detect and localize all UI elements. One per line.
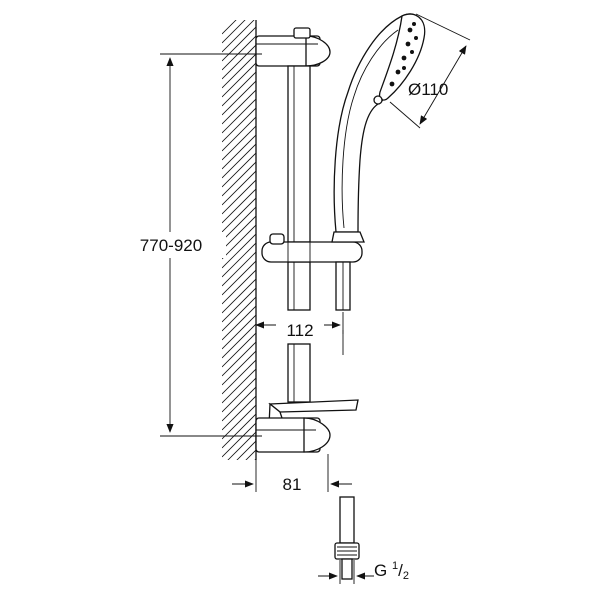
thread-numerator: 1 <box>392 560 398 572</box>
hatch-line <box>222 477 256 511</box>
hatch-line <box>222 170 256 206</box>
hatch-line <box>222 224 256 260</box>
slide-bar <box>287 65 311 403</box>
hatch-line <box>222 206 256 242</box>
hatch-line <box>222 161 256 197</box>
hatch-line <box>222 269 256 305</box>
wall <box>222 20 257 529</box>
hatch-line <box>222 395 256 431</box>
bottom-wall-bracket <box>255 417 331 453</box>
hatch-line <box>222 314 256 350</box>
thread-prefix: G <box>374 561 392 580</box>
hatch-line <box>222 80 256 116</box>
hatch-line <box>222 143 256 179</box>
hatch-line <box>222 233 256 269</box>
thread-size-label: G 1/2 <box>374 560 409 582</box>
hatch-line <box>222 359 256 395</box>
hatch-line <box>222 188 256 224</box>
holder-bracket-stub <box>335 261 351 311</box>
height-range-label: 770-920 <box>140 236 202 255</box>
bracket-depth-label: 81 <box>283 475 302 494</box>
hatch-line <box>222 134 256 170</box>
hatch-line <box>222 35 256 71</box>
thread-slash: / <box>398 561 403 580</box>
thread-dimension: G 1/2 <box>318 560 409 584</box>
holder-depth-label: 112 <box>286 321 313 340</box>
hatch-line <box>222 197 256 233</box>
hatch-line <box>222 89 256 125</box>
hatch-line <box>222 215 256 251</box>
hatch-line <box>222 350 256 386</box>
wall-hatching <box>222 20 256 529</box>
hatch-line <box>222 107 256 143</box>
hatch-line <box>222 404 256 440</box>
hatch-line <box>222 251 256 287</box>
hand-shower <box>333 13 426 233</box>
top-wall-bracket <box>255 27 331 67</box>
hose-connector <box>334 496 360 580</box>
hatch-line <box>222 495 256 529</box>
hatch-line <box>222 278 256 314</box>
hatch-line <box>222 20 255 53</box>
hatch-line <box>222 179 256 215</box>
shower-holder-slider <box>261 231 365 263</box>
spray-nozzles <box>389 22 418 87</box>
hatch-line <box>222 116 256 152</box>
hatch-line <box>222 152 256 188</box>
hatch-line <box>222 332 256 368</box>
hatch-line <box>254 458 256 460</box>
head-diameter-dimension: Ø110 <box>389 13 471 129</box>
hatch-line <box>222 20 246 44</box>
hatch-line <box>222 44 256 80</box>
thread-denominator: 2 <box>403 570 409 582</box>
hatch-line <box>222 71 256 107</box>
hatch-line <box>222 305 256 341</box>
holder-depth-dimension: 112 <box>255 312 344 355</box>
hatch-line <box>222 242 256 278</box>
hatch-line <box>222 20 237 35</box>
hatch-line <box>222 125 256 161</box>
head-diameter-label: Ø110 <box>408 80 448 99</box>
height-dimension: 770-920 <box>118 53 262 437</box>
hatch-line <box>222 62 256 98</box>
hatch-line <box>227 431 256 460</box>
hatch-line <box>222 368 256 404</box>
hatch-line <box>222 377 256 413</box>
hatch-line <box>222 260 256 296</box>
hatch-line <box>222 413 256 449</box>
hatch-line <box>222 422 256 458</box>
hatch-line <box>222 53 256 89</box>
hatch-line <box>222 486 256 520</box>
hatch-line <box>222 468 256 502</box>
hatch-line <box>222 341 256 377</box>
hatch-line <box>222 296 256 332</box>
hatch-line <box>222 386 256 422</box>
hatch-line <box>222 323 256 359</box>
bracket-depth-dimension: 81 <box>232 454 352 494</box>
hatch-line <box>222 287 256 323</box>
hatch-line <box>222 98 256 134</box>
hatch-line <box>222 26 256 62</box>
hatch-line <box>245 449 256 460</box>
hatch-line <box>236 440 256 460</box>
